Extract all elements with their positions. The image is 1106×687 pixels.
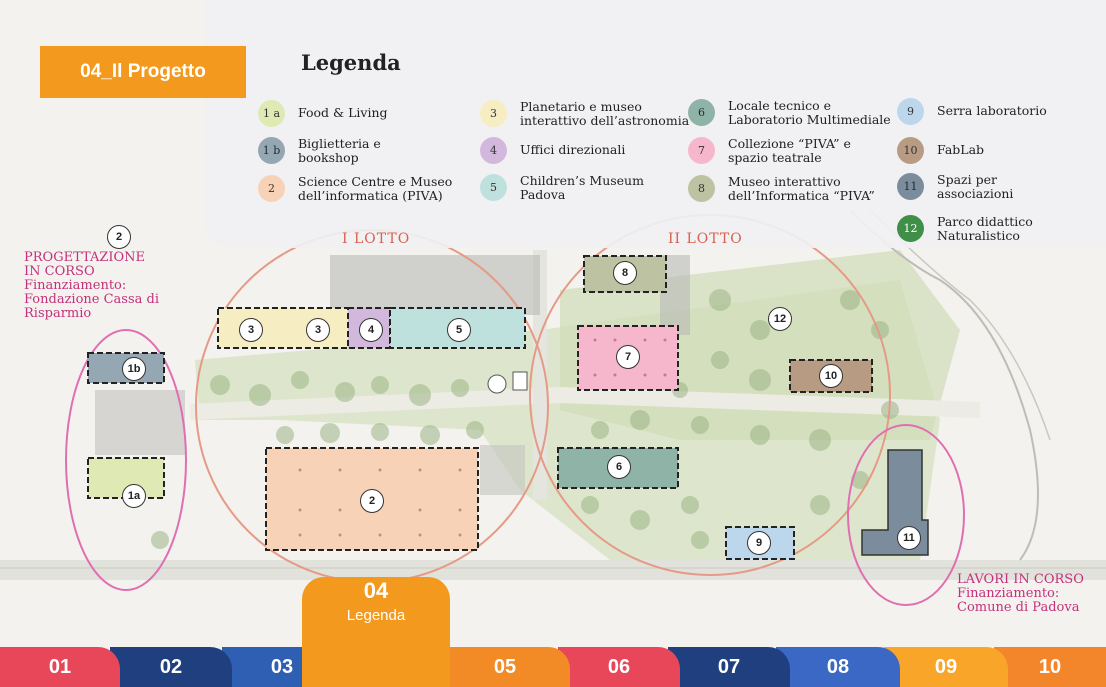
legend-swatch: 1 b bbox=[258, 137, 285, 164]
legend-item-4: 4 Uffici direzionali bbox=[480, 137, 625, 164]
legend-swatch: 8 bbox=[688, 175, 715, 202]
legend-label: Science Centre e Museo dell’informatica … bbox=[298, 174, 453, 203]
marker-3b: 3 bbox=[306, 318, 330, 342]
legend-title: Legenda bbox=[301, 50, 401, 75]
legend-item-8: 8 Museo interattivo dell’Informatica “PI… bbox=[688, 175, 875, 203]
legend-label: Children’s Museum Padova bbox=[520, 173, 644, 202]
ellipse-progettazione bbox=[65, 329, 187, 591]
legend-swatch: 4 bbox=[480, 137, 507, 164]
trees bbox=[151, 289, 899, 549]
legend-item-10: 10 FabLab bbox=[897, 137, 984, 164]
legend-label: Planetario e museo interattivo dell’astr… bbox=[520, 99, 690, 128]
nav-tab-02[interactable]: 02 bbox=[110, 647, 232, 687]
legend-item-9: 9 Serra laboratorio bbox=[897, 98, 1047, 125]
legend-label: Serra laboratorio bbox=[937, 103, 1047, 118]
legend-swatch: 6 bbox=[688, 99, 715, 126]
marker-8: 8 bbox=[613, 261, 637, 285]
nav-tab-10[interactable]: 10 bbox=[994, 647, 1106, 687]
legend-label: Museo interattivo dell’Informatica “PIVA… bbox=[728, 174, 875, 203]
legend-swatch: 2 bbox=[258, 175, 285, 202]
legend-label: Locale tecnico e Laboratorio Multimedial… bbox=[728, 98, 891, 127]
legend-item-6: 6 Locale tecnico e Laboratorio Multimedi… bbox=[688, 99, 891, 127]
marker-2-top: 2 bbox=[107, 225, 131, 249]
lotto-2-label: II LOTTO bbox=[668, 231, 743, 247]
marker-2: 2 bbox=[360, 489, 384, 513]
road bbox=[0, 560, 1106, 580]
section-title: 04_Il Progetto bbox=[40, 46, 246, 98]
legend-item-2: 2 Science Centre e Museo dell’informatic… bbox=[258, 175, 452, 203]
marker-10: 10 bbox=[819, 364, 843, 388]
marker-4: 4 bbox=[359, 318, 383, 342]
nav-tab-07[interactable]: 07 bbox=[668, 647, 790, 687]
nav-tab-04-label: Legenda bbox=[346, 607, 406, 624]
ellipse-lavori bbox=[847, 424, 965, 606]
note-progettazione: PROGETTAZIONE IN CORSO Finanziamento: Fo… bbox=[24, 250, 160, 321]
legend-panel bbox=[205, 0, 1106, 248]
marker-1b: 1b bbox=[122, 357, 146, 381]
legend-item-5: 5 Children’s Museum Padova bbox=[480, 174, 644, 202]
path bbox=[189, 386, 981, 420]
legend-item-12: 12 Parco didattico Naturalistico bbox=[897, 215, 1033, 243]
marker-11: 11 bbox=[897, 526, 921, 550]
legend-label: FabLab bbox=[937, 142, 985, 157]
nav-tab-01[interactable]: 01 bbox=[0, 647, 120, 687]
nav-tab-05[interactable]: 05 bbox=[440, 647, 570, 687]
legend-swatch: 10 bbox=[897, 137, 924, 164]
legend-swatch: 7 bbox=[688, 137, 715, 164]
legend-label: Collezione “PIVA” e spazio teatrale bbox=[728, 136, 851, 165]
marker-6: 6 bbox=[607, 455, 631, 479]
legend-swatch: 3 bbox=[480, 100, 507, 127]
legend-item-3: 3 Planetario e museo interattivo dell’as… bbox=[480, 100, 689, 128]
marker-9: 9 bbox=[747, 531, 771, 555]
marker-3a: 3 bbox=[239, 318, 263, 342]
legend-item-11: 11 Spazi per associazioni bbox=[897, 173, 1013, 201]
marker-12: 12 bbox=[768, 307, 792, 331]
nav-tab-04-number: 04 bbox=[363, 578, 389, 603]
legend-swatch: 1 a bbox=[258, 100, 285, 127]
legend-item-1a: 1 a Food & Living bbox=[258, 100, 388, 127]
legend-label: Uffici direzionali bbox=[520, 142, 626, 157]
legend-label: Parco didattico Naturalistico bbox=[937, 214, 1033, 243]
lotto-1-label: I LOTTO bbox=[342, 231, 411, 247]
nav-tab-08[interactable]: 08 bbox=[776, 647, 900, 687]
nav-tab-09[interactable]: 09 bbox=[884, 647, 1008, 687]
marker-7: 7 bbox=[616, 345, 640, 369]
legend-swatch: 11 bbox=[897, 173, 924, 200]
legend-label: Food & Living bbox=[298, 105, 388, 120]
legend-label: Spazi per associazioni bbox=[937, 172, 1014, 201]
legend-item-7: 7 Collezione “PIVA” e spazio teatrale bbox=[688, 137, 851, 165]
legend-swatch: 12 bbox=[897, 215, 924, 242]
legend-item-1b: 1 b Biglietteria e bookshop bbox=[258, 137, 381, 165]
marker-5: 5 bbox=[447, 318, 471, 342]
nav-tab-06[interactable]: 06 bbox=[558, 647, 680, 687]
legend-swatch: 9 bbox=[897, 98, 924, 125]
note-lavori: LAVORI IN CORSO Finanziamento: Comune di… bbox=[957, 572, 1084, 615]
legend-label: Biglietteria e bookshop bbox=[298, 136, 381, 165]
legend-swatch: 5 bbox=[480, 174, 507, 201]
marker-1a: 1a bbox=[122, 484, 146, 508]
nav-tab-04-active[interactable] bbox=[302, 577, 450, 687]
